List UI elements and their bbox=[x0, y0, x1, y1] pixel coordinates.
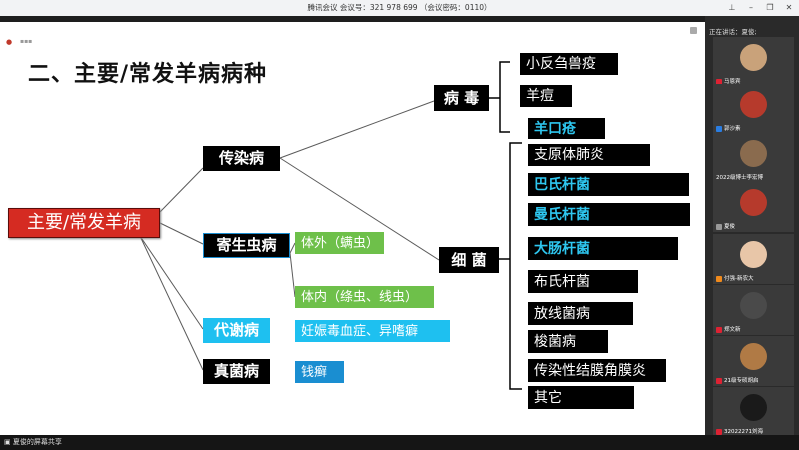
bacteria-item: 布氏杆菌 bbox=[528, 270, 638, 293]
restore-icon[interactable]: ❐ bbox=[766, 3, 774, 12]
microphone-icon bbox=[716, 275, 722, 282]
bacteria-item: 梭菌病 bbox=[528, 330, 608, 353]
speaker-avatar-icon bbox=[690, 27, 697, 34]
participant-name-row: 2022级博士李宏博 bbox=[716, 173, 763, 181]
participant-name: 郑文新 bbox=[724, 327, 741, 333]
participant-avatar bbox=[740, 241, 767, 268]
participant-tile[interactable]: 郑文新 bbox=[713, 285, 794, 335]
participant-tile[interactable]: 郭沙素 bbox=[713, 84, 794, 134]
participant-name-row: 夏俊 bbox=[716, 222, 735, 230]
participant-avatar bbox=[740, 343, 767, 370]
participant-name: 2022级博士李宏博 bbox=[716, 175, 763, 181]
window-title: 腾讯会议 会议号：321 978 699 （会议密码：0110） bbox=[307, 3, 492, 12]
microphone-icon bbox=[716, 326, 722, 333]
participant-name-row: 郭沙素 bbox=[716, 124, 741, 132]
category-parasitic: 寄生虫病 bbox=[203, 233, 290, 258]
participant-avatar bbox=[740, 292, 767, 319]
virus-item: 羊口疮 bbox=[528, 118, 605, 139]
eye-icon: ● bbox=[6, 38, 13, 46]
minimize-icon[interactable]: – bbox=[749, 3, 753, 12]
microphone-icon bbox=[716, 377, 722, 384]
metabolic-item: 妊娠毒血症、异嗜癖 bbox=[295, 320, 450, 342]
window-titlebar: 腾讯会议 会议号：321 978 699 （会议密码：0110） ⊥ – ❐ ✕ bbox=[0, 0, 799, 16]
bacteria-item: 其它 bbox=[528, 386, 634, 409]
bacteria-item: 放线菌病 bbox=[528, 302, 633, 325]
participant-tile[interactable]: 2022级博士李宏博 bbox=[713, 133, 794, 183]
microphone-icon bbox=[716, 125, 722, 132]
bacteria-item: 支原体肺炎 bbox=[528, 144, 650, 166]
virus-item: 小反刍兽疫 bbox=[520, 53, 618, 75]
participant-tile[interactable]: 马恩宾 bbox=[713, 37, 794, 87]
subcategory-bacteria: 细 菌 bbox=[439, 247, 499, 273]
participant-avatar bbox=[740, 44, 767, 71]
participant-name: 32022271刘海 bbox=[724, 429, 763, 435]
participant-tile[interactable]: 付强-新农大 bbox=[713, 234, 794, 284]
participant-tile[interactable]: 夏俊 bbox=[713, 182, 794, 232]
participant-tile[interactable]: 21级专硕胡启 bbox=[713, 336, 794, 386]
participant-tile[interactable]: 32022271刘海 bbox=[713, 387, 794, 437]
bacteria-item: 曼氏杆菌 bbox=[528, 203, 690, 226]
screen-share-text: 夏俊的屏幕共享 bbox=[12, 438, 62, 446]
slide-heading: 二、主要/常发羊病病种 bbox=[28, 62, 268, 87]
virus-item: 羊痘 bbox=[520, 85, 572, 107]
participant-name-row: 马恩宾 bbox=[716, 77, 741, 85]
microphone-icon bbox=[716, 223, 722, 230]
bacteria-item: 传染性结膜角膜炎 bbox=[528, 359, 666, 382]
pin-icon[interactable]: ⊥ bbox=[728, 3, 736, 12]
participant-name: 付强-新农大 bbox=[724, 276, 754, 282]
participant-avatar bbox=[740, 394, 767, 421]
watermark-text: ▪▪▪ bbox=[20, 38, 33, 45]
bacteria-item: 大肠杆菌 bbox=[528, 237, 678, 260]
connector-lines bbox=[139, 61, 522, 390]
shared-slide: ● ▪▪▪ 二、主要/常发羊病病种 主要/常发羊病 传染病 寄生虫病 代谢病 真… bbox=[0, 22, 705, 435]
participant-name-row: 郑文新 bbox=[716, 325, 741, 333]
participant-name: 马恩宾 bbox=[724, 79, 741, 85]
participant-name: 郭沙素 bbox=[724, 126, 741, 132]
microphone-icon bbox=[716, 78, 722, 85]
close-icon[interactable]: ✕ bbox=[785, 3, 793, 12]
participant-avatar bbox=[740, 140, 767, 167]
bacteria-item: 巴氏杆菌 bbox=[528, 173, 689, 196]
category-fungal: 真菌病 bbox=[203, 359, 270, 384]
subcategory-virus: 病 毒 bbox=[434, 85, 489, 111]
screen-share-label[interactable]: ▣ 夏俊的屏幕共享 bbox=[4, 438, 62, 446]
category-infectious: 传染病 bbox=[203, 146, 280, 171]
participant-avatar bbox=[740, 91, 767, 118]
participant-avatar bbox=[740, 189, 767, 216]
participant-name-row: 21级专硕胡启 bbox=[716, 376, 759, 384]
participant-name-row: 32022271刘海 bbox=[716, 427, 763, 435]
parasite-item: 体外（螨虫） bbox=[295, 232, 384, 254]
bottom-status-bar: ▣ 夏俊的屏幕共享 bbox=[0, 435, 799, 450]
microphone-icon bbox=[716, 428, 722, 435]
participant-name-row: 付强-新农大 bbox=[716, 274, 754, 282]
participant-name: 夏俊 bbox=[724, 224, 736, 230]
participant-name: 21级专硕胡启 bbox=[724, 378, 759, 384]
speaking-indicator: 正在讲话：夏俊; bbox=[709, 28, 757, 36]
fungal-item: 钱癣 bbox=[295, 361, 344, 383]
main-topic-box: 主要/常发羊病 bbox=[8, 208, 160, 238]
category-metabolic: 代谢病 bbox=[203, 318, 270, 343]
parasite-item: 体内（绦虫、线虫） bbox=[295, 286, 434, 308]
